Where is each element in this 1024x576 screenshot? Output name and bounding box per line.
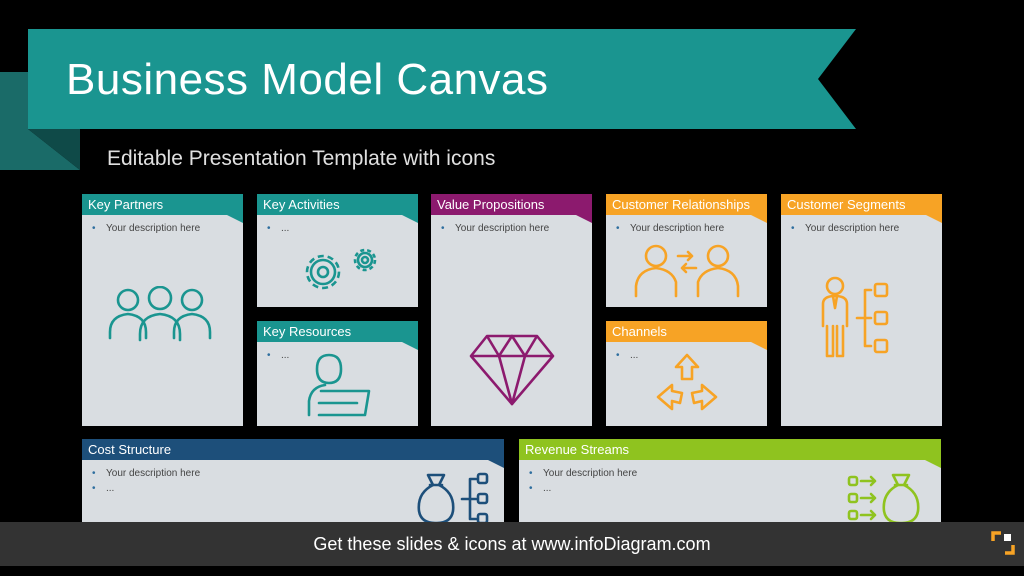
bullet-item: Your description here (441, 221, 592, 236)
revenue-streams-bullets: Your description here ... (519, 460, 941, 496)
key-activities-box: Key Activities ... (257, 194, 418, 307)
footer-text: Get these slides & icons at www.infoDiag… (313, 534, 711, 554)
value-propositions-header: Value Propositions (431, 194, 592, 223)
title-banner (28, 29, 856, 129)
cost-structure-header: Cost Structure (82, 439, 504, 468)
arrows-out-icon (656, 353, 718, 411)
value-propositions-bullets: Your description here (431, 215, 592, 236)
key-resources-header: Key Resources (257, 321, 418, 350)
revenue-streams-header: Revenue Streams (519, 439, 941, 468)
key-partners-header: Key Partners (82, 194, 243, 223)
channels-bullets: ... (606, 342, 767, 363)
person-with-laptop-icon (307, 353, 371, 417)
cost-structure-bullets: Your description here ... (82, 460, 504, 496)
customer-relationships-bullets: Your description here (606, 215, 767, 236)
gears-icon (305, 248, 377, 290)
page-title: Business Model Canvas (66, 55, 549, 104)
people-group-icon (108, 286, 212, 342)
two-people-exchange-icon (634, 244, 740, 298)
banner-fold (0, 72, 80, 170)
customer-relationships-box: Customer Relationships Your description … (606, 194, 767, 307)
money-bag-list-icon (417, 472, 489, 525)
bullet-item: ... (92, 481, 504, 496)
key-resources-bullets: ... (257, 342, 418, 363)
list-to-money-bag-icon (847, 473, 920, 525)
bullet-item: Your description here (616, 221, 767, 236)
page-subtitle: Editable Presentation Template with icon… (107, 147, 496, 170)
person-segments-icon (821, 276, 889, 358)
bullet-item: ... (267, 221, 418, 236)
customer-segments-bullets: Your description here (781, 215, 942, 236)
channels-box: Channels ... (606, 321, 767, 426)
key-activities-bullets: ... (257, 215, 418, 236)
bullet-item: Your description here (529, 466, 941, 481)
key-resources-box: Key Resources ... (257, 321, 418, 426)
customer-relationships-header: Customer Relationships (606, 194, 767, 223)
bullet-item: ... (267, 348, 418, 363)
infodiagram-logo-icon (991, 531, 1015, 555)
cost-structure-box: Cost Structure Your description here ... (82, 439, 504, 532)
footer-bar: Get these slides & icons at www.infoDiag… (0, 522, 1024, 566)
bullet-item: Your description here (92, 466, 504, 481)
key-activities-header: Key Activities (257, 194, 418, 223)
customer-segments-header: Customer Segments (781, 194, 942, 223)
customer-segments-box: Customer Segments Your description here (781, 194, 942, 426)
bullet-item: ... (616, 348, 767, 363)
bullet-item: Your description here (791, 221, 942, 236)
key-partners-bullets: Your description here (82, 215, 243, 236)
diamond-icon (469, 334, 555, 406)
revenue-streams-box: Revenue Streams Your description here ..… (519, 439, 941, 532)
key-partners-box: Key Partners Your description here (82, 194, 243, 426)
bullet-item: ... (529, 481, 941, 496)
bullet-item: Your description here (92, 221, 243, 236)
value-propositions-box: Value Propositions Your description here (431, 194, 592, 426)
channels-header: Channels (606, 321, 767, 350)
